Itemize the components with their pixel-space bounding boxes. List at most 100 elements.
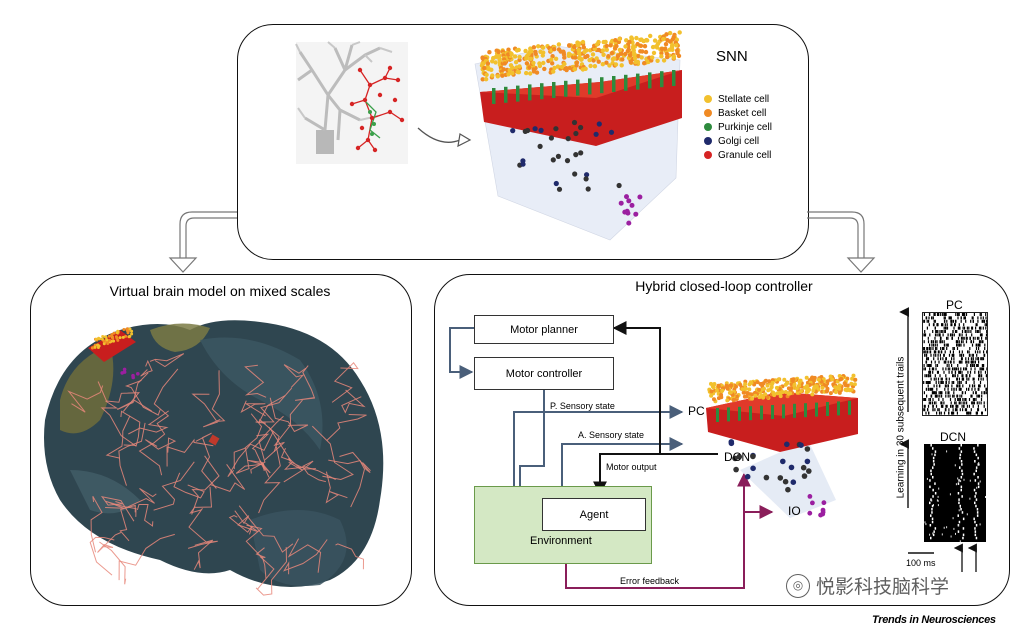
spike (947, 394, 949, 398)
spike (978, 377, 980, 381)
spike (954, 319, 957, 323)
snn-cell (650, 55, 655, 60)
spike (924, 404, 926, 408)
snn-cell (750, 396, 755, 401)
spike (963, 336, 965, 340)
spike (976, 323, 978, 327)
snn-cell (104, 335, 108, 339)
spike (945, 326, 947, 330)
spike (979, 330, 981, 333)
axon-fiber (211, 370, 226, 422)
snn-cell (853, 377, 858, 382)
spike (960, 476, 963, 479)
snn-cell (785, 381, 790, 386)
snn-cell (728, 390, 733, 395)
spike (975, 343, 977, 347)
snn-cell (617, 36, 622, 42)
synapse-dot (362, 97, 368, 103)
snn-cell (659, 46, 665, 52)
spike (932, 495, 934, 498)
spike (941, 533, 943, 536)
spike (933, 401, 935, 405)
p-sensory-label: P. Sensory state (550, 401, 615, 411)
spike (953, 357, 955, 361)
snn-cell (716, 384, 721, 389)
spike (974, 479, 977, 482)
spike (931, 367, 933, 371)
snn-cell (573, 55, 578, 60)
snn-cell (496, 49, 501, 55)
spike (959, 456, 961, 460)
snn-cell (794, 386, 799, 391)
spike (973, 360, 975, 364)
spike (950, 316, 952, 320)
snn-cell (648, 33, 653, 39)
snn-cell (677, 30, 682, 35)
snn-cell (566, 53, 571, 58)
spike (969, 347, 971, 350)
golgi-cell (578, 150, 584, 156)
io-cell (122, 367, 127, 372)
spike (960, 316, 962, 320)
spike (927, 340, 930, 344)
spike (986, 394, 987, 398)
spike (980, 367, 982, 371)
spike (959, 387, 961, 391)
legend-label: Basket cell (718, 107, 767, 119)
spike (963, 343, 965, 347)
spike (941, 330, 943, 333)
spike (959, 370, 961, 374)
golgi-cell (585, 186, 591, 192)
spike (932, 460, 935, 463)
spike (927, 404, 930, 408)
spike (976, 514, 979, 517)
golgi-cell (571, 119, 578, 126)
snn-cell (731, 398, 736, 403)
spike (959, 466, 961, 469)
snn-cell (747, 387, 752, 392)
axon-fiber (258, 446, 281, 514)
spike (948, 408, 950, 412)
snn-cell (782, 377, 787, 382)
spike (946, 343, 948, 347)
snn-cell (734, 384, 738, 389)
spike (971, 326, 974, 330)
spike (957, 477, 959, 480)
spike (958, 447, 961, 450)
golgi-cell (736, 453, 743, 460)
agent-box: Agent (542, 498, 646, 531)
io-cell (807, 494, 813, 499)
spike (978, 343, 980, 347)
spike (932, 391, 935, 395)
snn-cell (762, 386, 766, 391)
spike (934, 326, 936, 330)
spike (964, 330, 966, 333)
spike (956, 384, 959, 388)
spike (959, 398, 961, 401)
spike (934, 374, 936, 378)
snn-cell (663, 46, 668, 51)
spike (928, 323, 930, 327)
snn-cell (594, 56, 599, 61)
p-sensory-arrow (513, 405, 684, 510)
spike (943, 316, 945, 320)
spike (931, 511, 933, 514)
snn-cell (774, 385, 779, 390)
spike (944, 384, 946, 388)
spike (951, 323, 953, 327)
spike (945, 357, 947, 361)
spike (981, 364, 983, 367)
spike (931, 504, 934, 508)
spike (958, 479, 960, 482)
legend-swatch (704, 151, 712, 159)
spike (930, 387, 933, 391)
spike (979, 333, 982, 337)
spike (935, 353, 937, 357)
synapse-dot (368, 110, 372, 114)
snn-cell (664, 32, 669, 37)
spike (944, 343, 946, 347)
snn-cell (661, 58, 667, 63)
snn-cell (609, 50, 615, 56)
spike (958, 323, 960, 327)
